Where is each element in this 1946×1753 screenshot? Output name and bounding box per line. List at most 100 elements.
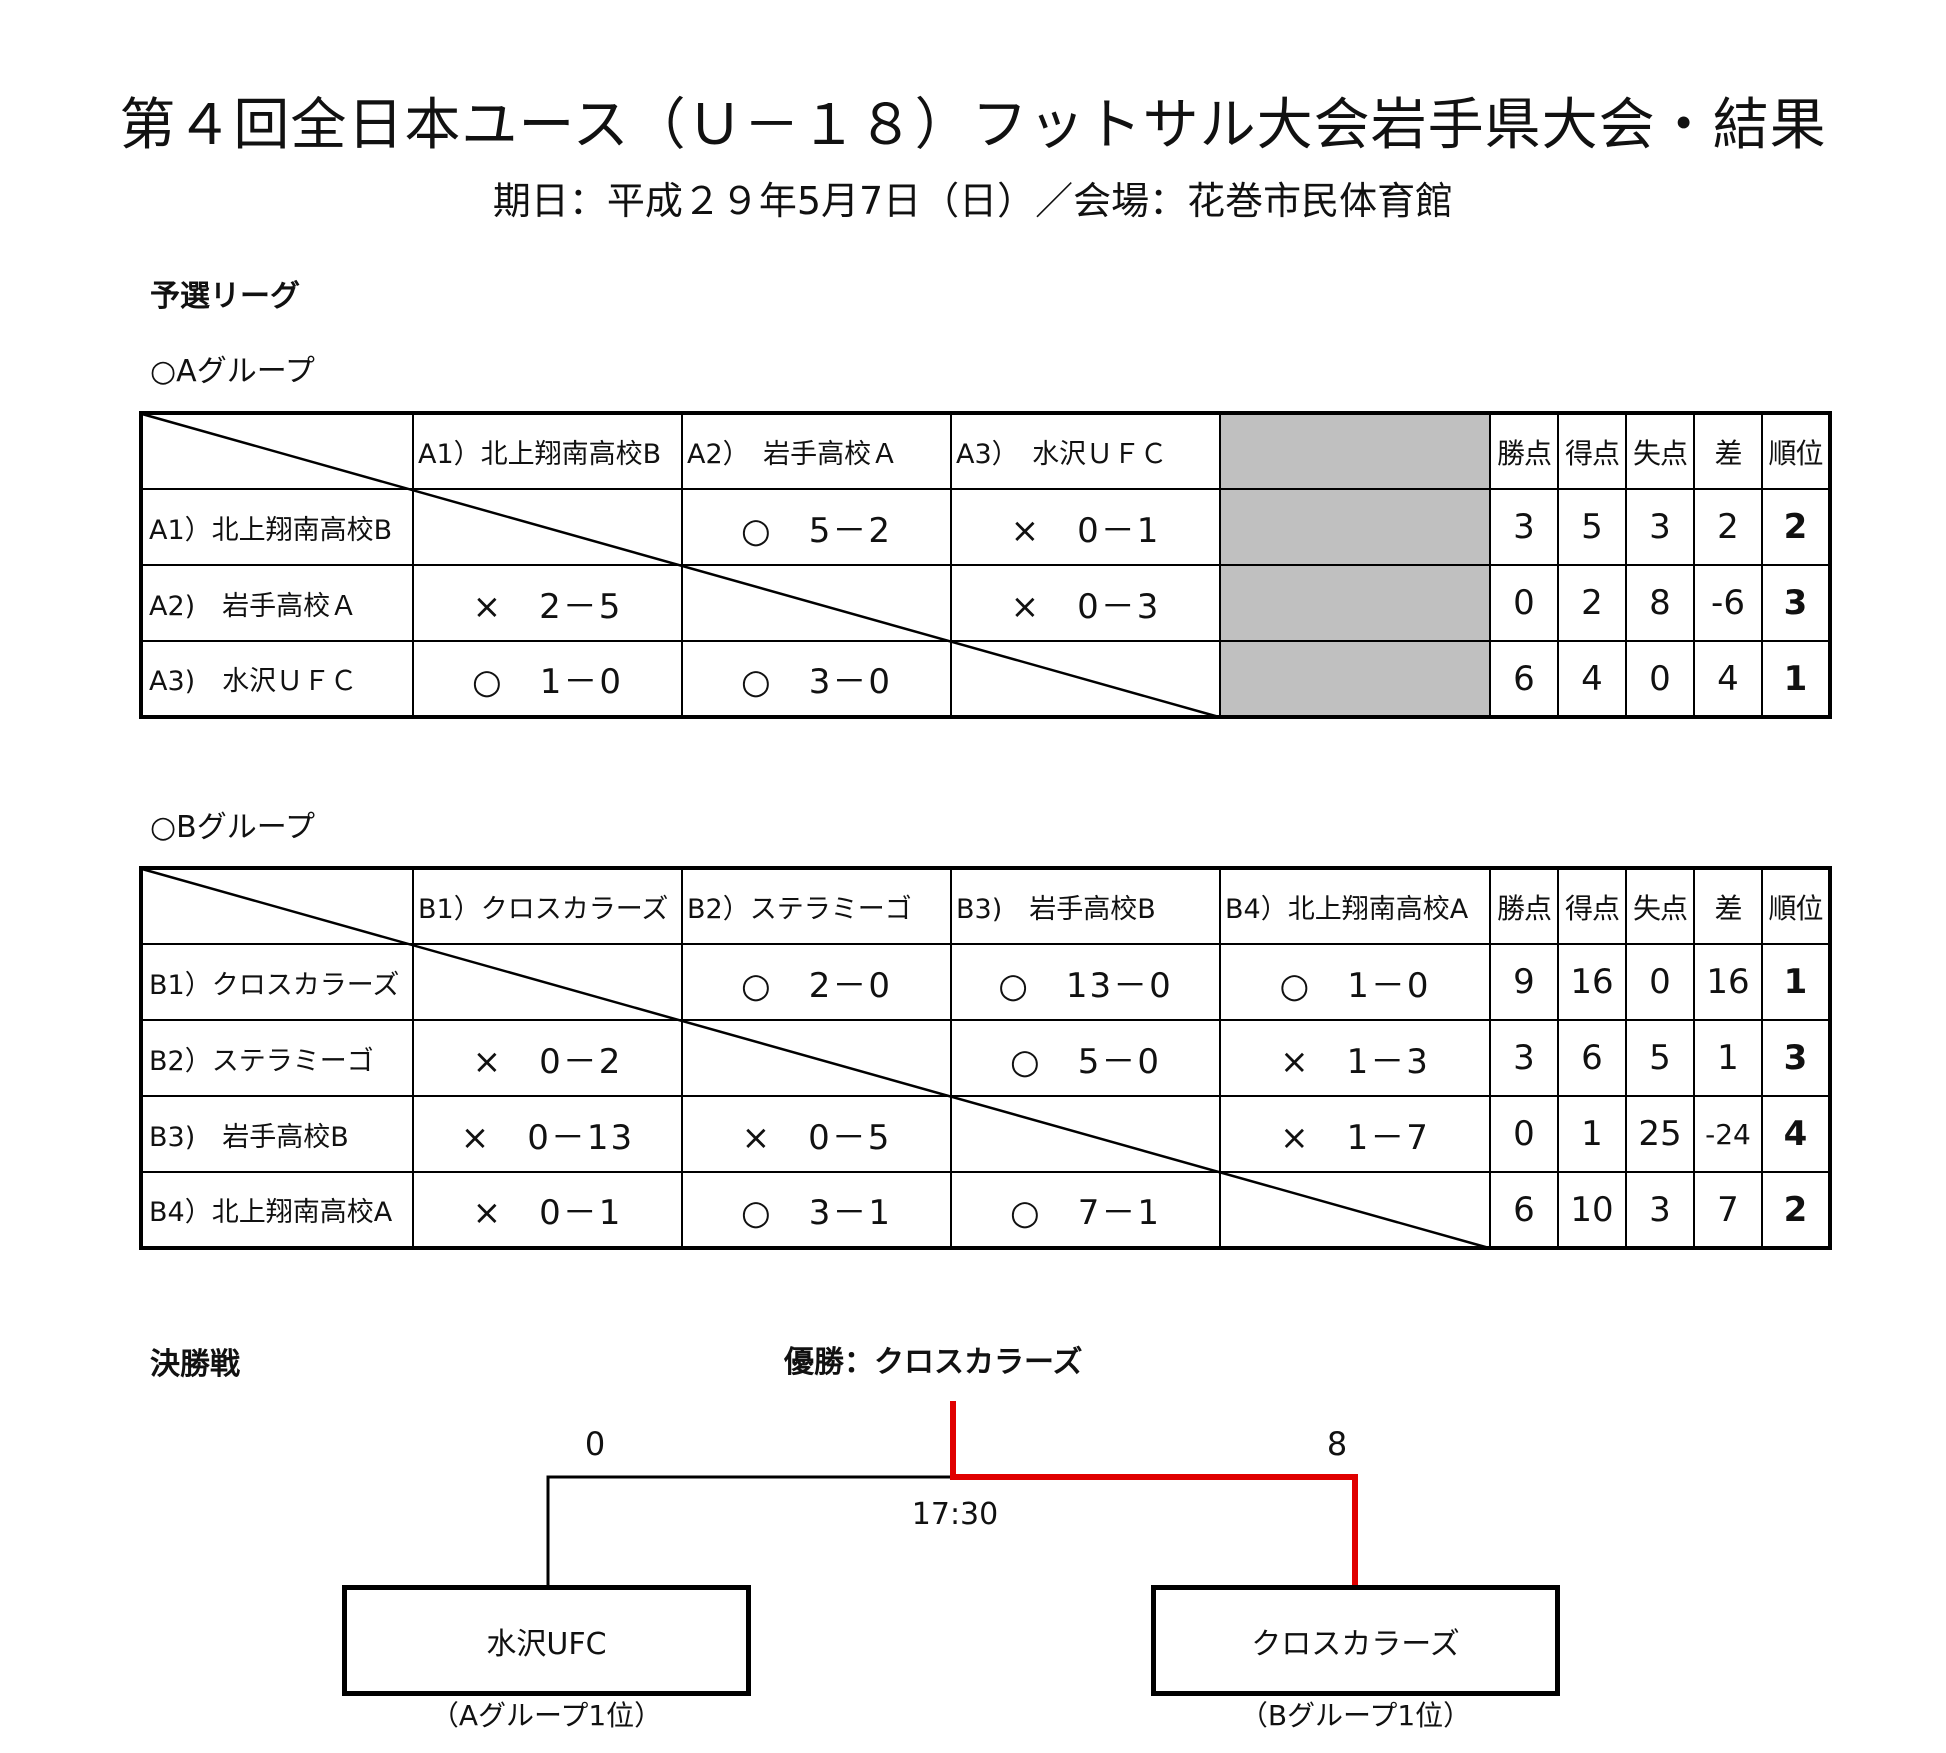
result-cell: ○ 3－1 (681, 1171, 952, 1249)
stat-goals-against: 8 (1625, 564, 1695, 642)
result-cell (412, 488, 683, 566)
stat-header-goals-against: 失点 (1625, 867, 1695, 945)
stat-header-rank: 順位 (1761, 412, 1831, 490)
stat-goals-for: 5 (1557, 488, 1627, 566)
preliminary-heading: 予選リーグ (150, 279, 300, 314)
stat-points: 3 (1489, 1019, 1559, 1097)
stat-diff: -6 (1693, 564, 1763, 642)
stat-points: 3 (1489, 488, 1559, 566)
col-header-a2: A2） 岩手高校Ａ (681, 412, 952, 490)
result-cell: × 1－3 (1219, 1019, 1491, 1097)
stat-header-rank: 順位 (1761, 867, 1831, 945)
unused-column-cell (1219, 640, 1491, 718)
final-team-right-seed: （Bグループ1位） (1239, 1699, 1472, 1732)
unused-column-cell (1219, 488, 1491, 566)
stat-goals-for: 1 (1557, 1095, 1627, 1173)
stat-goals-for: 16 (1557, 943, 1627, 1021)
result-cell: × 0－2 (412, 1019, 683, 1097)
stat-diff: 7 (1693, 1171, 1763, 1249)
winner-label: 優勝：クロスカラーズ (784, 1345, 1083, 1380)
stat-goals-against: 0 (1625, 640, 1695, 718)
corner-cell (140, 867, 414, 945)
table-row: A2) 岩手高校Ａ × 2－5 × 0－3 0 2 8 -6 3 (140, 564, 1831, 642)
result-cell (1219, 1171, 1491, 1249)
left-score: 0 (584, 1425, 606, 1463)
stat-header-diff: 差 (1693, 867, 1763, 945)
row-team-b3: B3) 岩手高校B (140, 1095, 414, 1173)
result-cell: ○ 5－2 (681, 488, 952, 566)
col-header-b3: B3) 岩手高校B (950, 867, 1221, 945)
result-cell: × 0－13 (412, 1095, 683, 1173)
result-cell (412, 943, 683, 1021)
corner-cell (140, 412, 414, 490)
unused-column-cell (1219, 564, 1491, 642)
table-row: B3) 岩手高校B × 0－13 × 0－5 × 1－7 0 1 25 -24 … (140, 1095, 1831, 1173)
stat-rank: 2 (1761, 1171, 1831, 1249)
stat-goals-against: 3 (1625, 488, 1695, 566)
final-team-left-name: 水沢UFC (486, 1626, 607, 1662)
row-team-a1: A1）北上翔南高校B (140, 488, 414, 566)
stat-rank: 3 (1761, 1019, 1831, 1097)
stat-rank: 3 (1761, 564, 1831, 642)
stat-diff: 2 (1693, 488, 1763, 566)
stat-header-goals-for: 得点 (1557, 867, 1627, 945)
result-cell: × 0－3 (950, 564, 1221, 642)
unused-column-cell (1219, 412, 1491, 490)
col-header-b1: B1）クロスカラーズ (412, 867, 683, 945)
stat-goals-for: 10 (1557, 1171, 1627, 1249)
col-header-b2: B2）ステラミーゴ (681, 867, 952, 945)
stat-header-diff: 差 (1693, 412, 1763, 490)
table-row: A1）北上翔南高校B ○ 5－2 × 0－1 3 5 3 2 2 (140, 488, 1831, 566)
page-subtitle: 期日：平成２９年5月7日（日）／会場：花巻市民体育館 (492, 179, 1454, 223)
group-b-table: B1）クロスカラーズ B2）ステラミーゴ B3) 岩手高校B B4）北上翔南高校… (139, 866, 1832, 1250)
stat-diff: 16 (1693, 943, 1763, 1021)
col-header-a3: A3） 水沢ＵＦＣ (950, 412, 1221, 490)
result-cell: ○ 2－0 (681, 943, 952, 1021)
final-team-left-seed: （Aグループ1位） (430, 1699, 663, 1732)
result-cell: ○ 13－0 (950, 943, 1221, 1021)
col-header-b4: B4）北上翔南高校A (1219, 867, 1491, 945)
result-cell: × 0－5 (681, 1095, 952, 1173)
result-cell (681, 1019, 952, 1097)
col-header-a1: A1）北上翔南高校B (412, 412, 683, 490)
result-cell: ○ 1－0 (412, 640, 683, 718)
row-team-b1: B1）クロスカラーズ (140, 943, 414, 1021)
stat-points: 9 (1489, 943, 1559, 1021)
stat-rank: 4 (1761, 1095, 1831, 1173)
stat-goals-against: 3 (1625, 1171, 1695, 1249)
stat-goals-against: 5 (1625, 1019, 1695, 1097)
stat-diff: 1 (1693, 1019, 1763, 1097)
result-cell: ○ 5－0 (950, 1019, 1221, 1097)
stat-goals-for: 6 (1557, 1019, 1627, 1097)
group-b-label: ○Bグループ (150, 810, 315, 845)
right-score: 8 (1326, 1425, 1348, 1463)
stat-points: 6 (1489, 640, 1559, 718)
final-team-right-name: クロスカラーズ (1251, 1626, 1460, 1662)
stat-header-points: 勝点 (1489, 412, 1559, 490)
final-team-left: 水沢UFC (342, 1585, 751, 1696)
row-team-b2: B2）ステラミーゴ (140, 1019, 414, 1097)
bracket-line-winner (950, 1401, 1358, 1590)
stat-rank: 2 (1761, 488, 1831, 566)
result-cell: × 2－5 (412, 564, 683, 642)
stat-rank: 1 (1761, 640, 1831, 718)
result-cell: × 0－1 (950, 488, 1221, 566)
stat-diff: 4 (1693, 640, 1763, 718)
group-a-table: A1）北上翔南高校B A2） 岩手高校Ａ A3） 水沢ＵＦＣ 勝点 得点 失点 … (139, 411, 1832, 719)
result-cell: ○ 1－0 (1219, 943, 1491, 1021)
table-row: B1）クロスカラーズ ○ 2－0 ○ 13－0 ○ 1－0 9 16 0 16 … (140, 943, 1831, 1021)
row-team-a2: A2) 岩手高校Ａ (140, 564, 414, 642)
stat-header-goals-for: 得点 (1557, 412, 1627, 490)
stat-rank: 1 (1761, 943, 1831, 1021)
stat-goals-for: 2 (1557, 564, 1627, 642)
stat-points: 0 (1489, 564, 1559, 642)
stat-diff: -24 (1693, 1095, 1763, 1173)
result-cell (950, 1095, 1221, 1173)
result-cell (681, 564, 952, 642)
match-time: 17:30 (911, 1497, 999, 1532)
result-cell: × 0－1 (412, 1171, 683, 1249)
bracket-line-loser (546, 1475, 953, 1590)
result-cell: ○ 7－1 (950, 1171, 1221, 1249)
result-cell: × 1－7 (1219, 1095, 1491, 1173)
result-cell (950, 640, 1221, 718)
